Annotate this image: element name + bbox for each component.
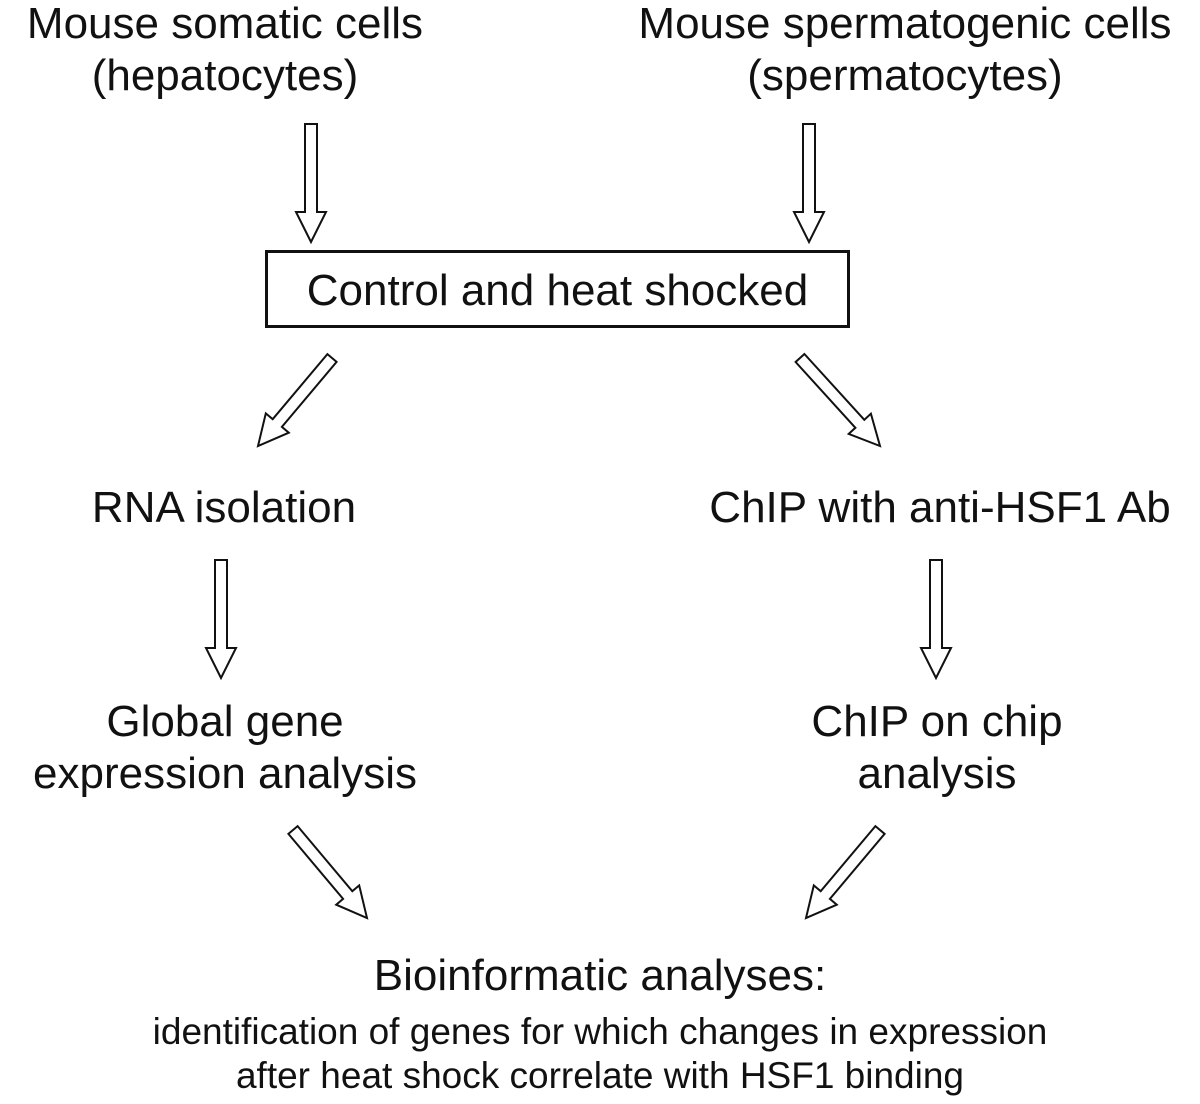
arrow-somatic-to-treatment	[294, 123, 328, 245]
node-bioinformatic-description: identification of genes for which change…	[0, 1010, 1200, 1097]
node-rna-isolation: RNA isolation	[91, 483, 357, 532]
node-chip: ChIP with anti-HSF1 Ab	[709, 483, 1171, 532]
arrow-chip_chip-to-bioinfo	[804, 824, 887, 920]
node-spermatogenic-cells: Mouse spermatogenic cells (spermatocytes…	[590, 0, 1200, 102]
node-somatic-cells: Mouse somatic cells (hepatocytes)	[0, 0, 470, 102]
node-chip-on-chip: ChIP on chip analysis	[737, 696, 1137, 800]
arrow-spermatogenic-to-treatment	[792, 123, 826, 245]
node-bioinformatic-line2: identification of genes for which change…	[152, 1011, 1048, 1052]
node-expression-line2: expression analysis	[33, 748, 417, 798]
arrow-treatment-to-rna	[256, 352, 339, 448]
node-chip-chip-line2: analysis	[857, 748, 1017, 798]
node-somatic-line2: (hepatocytes)	[91, 50, 359, 100]
node-spermatogenic-line2: (spermatocytes)	[747, 50, 1063, 100]
arrow-expression-to-bioinfo	[286, 824, 369, 920]
arrow-rna-to-expression	[204, 559, 238, 681]
treatment-box	[265, 250, 850, 328]
node-somatic-line1: Mouse somatic cells	[26, 0, 424, 48]
node-expression-line1: Global gene	[106, 697, 344, 746]
node-spermatogenic-line1: Mouse spermatogenic cells	[638, 0, 1172, 48]
node-bioinformatic-line3: after heat shock correlate with HSF1 bin…	[235, 1054, 965, 1096]
node-expression-analysis: Global gene expression analysis	[0, 696, 460, 800]
node-treatment: Control and heat shocked	[306, 266, 809, 315]
node-chip-chip-line1: ChIP on chip	[811, 697, 1063, 746]
arrow-treatment-to-chip	[794, 352, 882, 448]
node-bioinformatic-title: Bioinformatic analyses:	[373, 951, 827, 1000]
arrow-chip-to-chip_chip	[919, 559, 953, 681]
